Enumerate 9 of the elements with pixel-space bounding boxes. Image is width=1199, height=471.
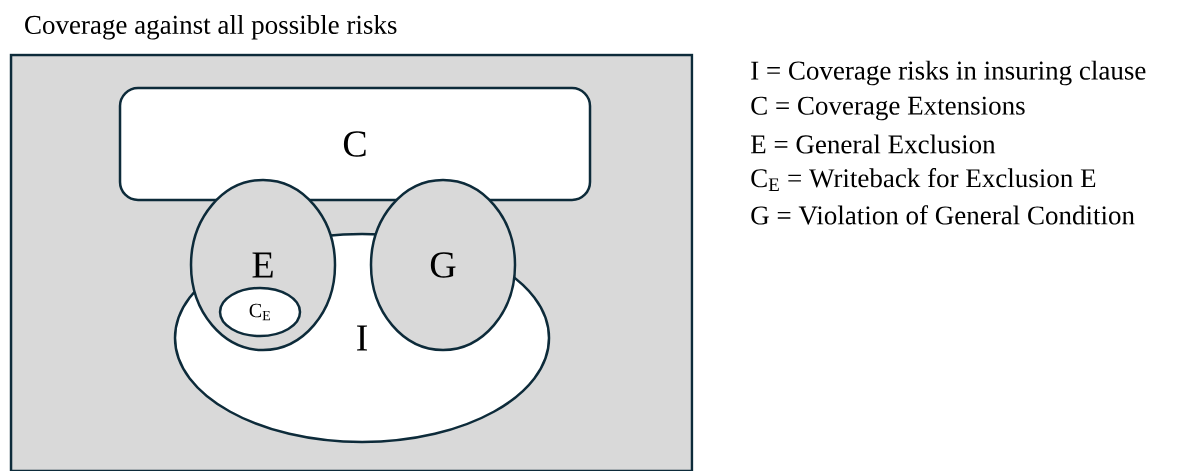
rounded-box: C	[118, 86, 592, 202]
legend-text: C = Coverage Extensions	[751, 96, 1025, 121]
heading: Coverage against all possible risks	[25, 15, 397, 40]
legend-text: I = Coverage risks in insuring clause	[751, 60, 1146, 86]
ellipse-region: C$_{E}$	[218, 286, 302, 338]
legend-text: G = Violation of General Condition	[751, 205, 1135, 225]
legend-text: E = General Exclusion	[751, 134, 996, 154]
ellipse-region: G	[369, 178, 517, 352]
legend-text: C$_{E}$ = Writeback for Exclusion E	[751, 168, 1096, 191]
